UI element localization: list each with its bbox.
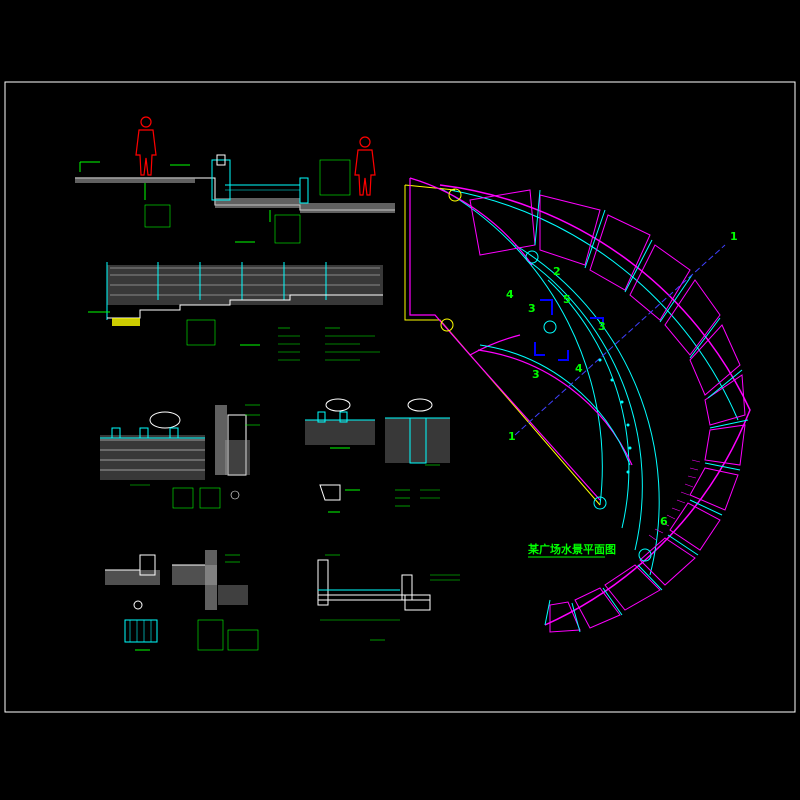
step-detail-a [105,554,160,651]
marker-5: 5 [563,293,571,306]
section-marker-labels: 1 1 2 3 3 3 4 4 5 6 [506,230,738,528]
person-figure-left [135,116,157,176]
plan-nodes [440,188,652,562]
marker-3-lower: 3 [532,368,540,381]
fountain-basin-detail-a [100,404,260,509]
drawing-frame [4,81,796,713]
pipe-layout-detail [317,554,460,641]
plan-title: 某广场水景平面图 [527,542,616,556]
fountain-elevation-section [75,116,395,244]
marker-3-right: 3 [598,320,606,333]
plan-outer-arc-magenta [439,184,751,626]
fountain-plan [404,177,751,633]
wall-section-detail [88,262,383,361]
marker-4-left: 4 [506,288,514,301]
marker-1-bottom: 1 [508,430,516,443]
marker-1-top: 1 [730,230,738,243]
step-detail-b [172,550,259,651]
marker-6: 6 [660,515,668,528]
marker-3-left: 3 [528,302,536,315]
plan-boundary-yellow [404,185,601,506]
fountain-basin-detail-b [305,398,375,513]
person-figure-right [354,136,376,196]
fountain-basin-detail-c [385,398,450,507]
plan-panels [469,189,746,633]
section-cut-line [514,244,726,436]
marker-2: 2 [553,265,561,278]
marker-4-right: 4 [575,362,583,375]
